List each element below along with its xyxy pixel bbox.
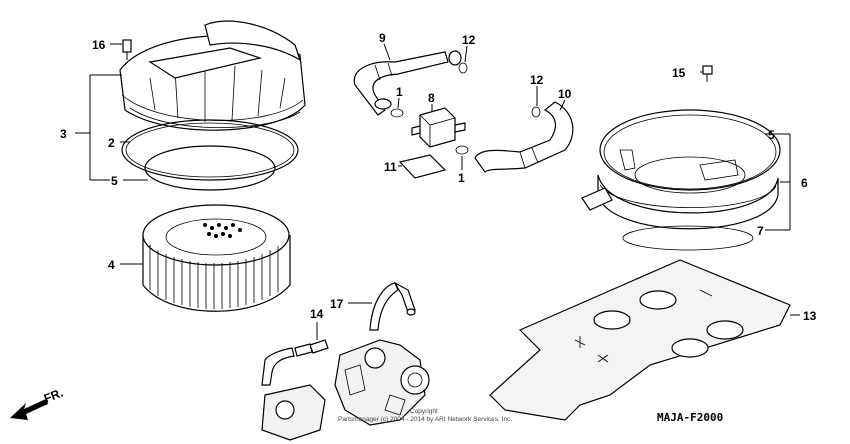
label-14: 14 [310, 307, 324, 321]
label-12b: 12 [530, 73, 544, 87]
drawing-code: MAJA-F2000 [657, 411, 723, 424]
front-label: FR. [42, 386, 65, 406]
separator-pad [398, 154, 447, 179]
label-5b: 5 [768, 128, 775, 142]
label-7: 7 [757, 224, 764, 238]
label-4: 4 [108, 258, 115, 272]
gasket-ring [121, 119, 299, 181]
carburetor-assembly [261, 339, 430, 441]
label-10: 10 [558, 87, 572, 101]
clamps [390, 62, 541, 155]
label-1b: 1 [458, 171, 465, 185]
copyright-line-1: Copyright [410, 408, 438, 415]
front-arrow-icon: FR. [10, 386, 65, 420]
label-12a: 12 [462, 33, 476, 47]
label-13: 13 [803, 309, 817, 323]
breather-separator [411, 107, 466, 148]
label-11: 11 [384, 160, 397, 174]
part-labels: 16 3 2 5 4 9 12 1 8 11 1 12 10 15 5 6 7 … [60, 31, 817, 323]
copyright-line-2: Partsmanager (c) 2004 - 2014 by ARI Netw… [338, 416, 512, 423]
label-9: 9 [379, 31, 386, 45]
label-15: 15 [672, 66, 686, 80]
air-cleaner-case [581, 65, 781, 251]
breather-hose-9 [353, 50, 462, 116]
label-6: 6 [801, 176, 808, 190]
o-ring-left [144, 145, 276, 191]
label-5: 5 [111, 174, 118, 188]
heat-shield-mat [489, 259, 791, 421]
joint-14 [261, 339, 329, 386]
label-17: 17 [330, 297, 344, 311]
label-1a: 1 [396, 85, 403, 99]
label-16: 16 [92, 38, 106, 52]
label-8: 8 [428, 91, 435, 105]
leader-lines [75, 43, 800, 340]
label-3: 3 [60, 127, 67, 141]
air-cleaner-cover [119, 20, 306, 131]
breather-hose-10 [474, 101, 574, 173]
air-filter-element [142, 204, 291, 312]
label-2: 2 [108, 136, 115, 150]
fuel-hose-17 [369, 281, 416, 331]
